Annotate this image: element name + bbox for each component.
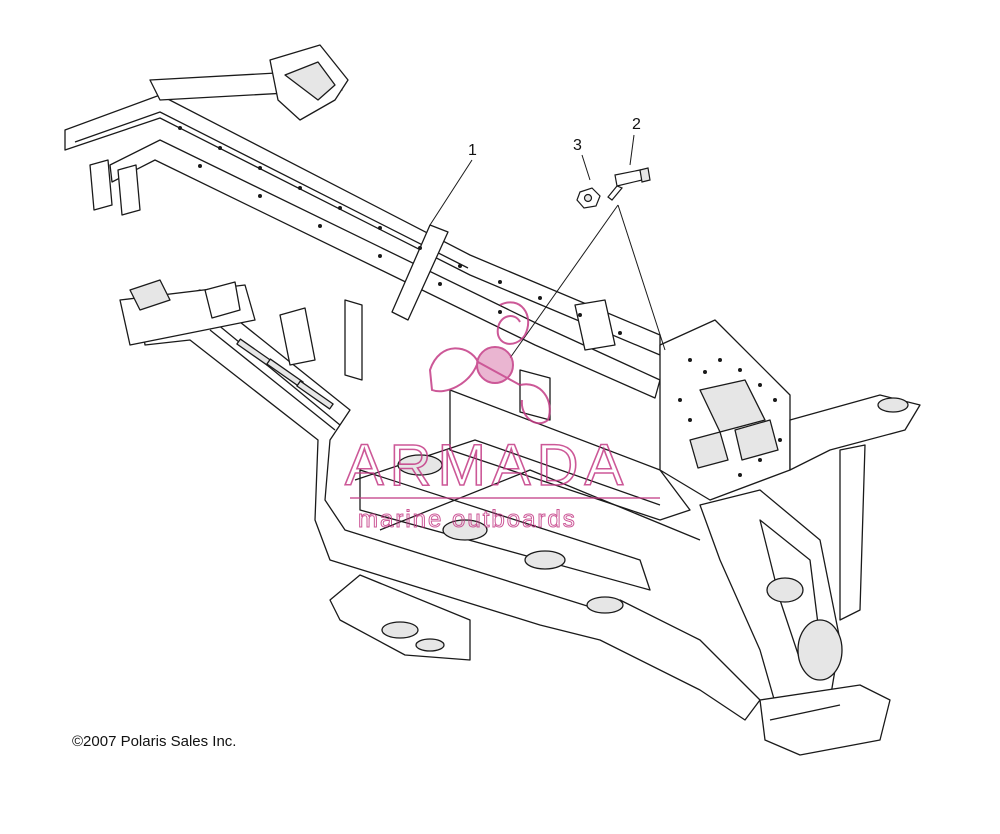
callout-1: 1 — [468, 142, 477, 159]
callout-2: 2 — [632, 116, 641, 133]
watermark-logo-icon — [428, 301, 551, 425]
upper-frame-rail — [64, 44, 661, 421]
watermark-subtitle: marine outboards — [358, 506, 577, 533]
copyright-notice: ©2007 Polaris Sales Inc. — [72, 733, 237, 750]
lower-main-frame — [119, 279, 761, 721]
watermark-title: ARMADA — [345, 433, 629, 498]
callout-leaders — [429, 134, 666, 359]
bolt-part-2 — [607, 167, 651, 201]
front-tower — [659, 319, 921, 756]
callout-3: 3 — [573, 137, 582, 154]
nut-part-3 — [576, 187, 601, 209]
watermark: ARMADA marine outboards — [344, 301, 660, 534]
